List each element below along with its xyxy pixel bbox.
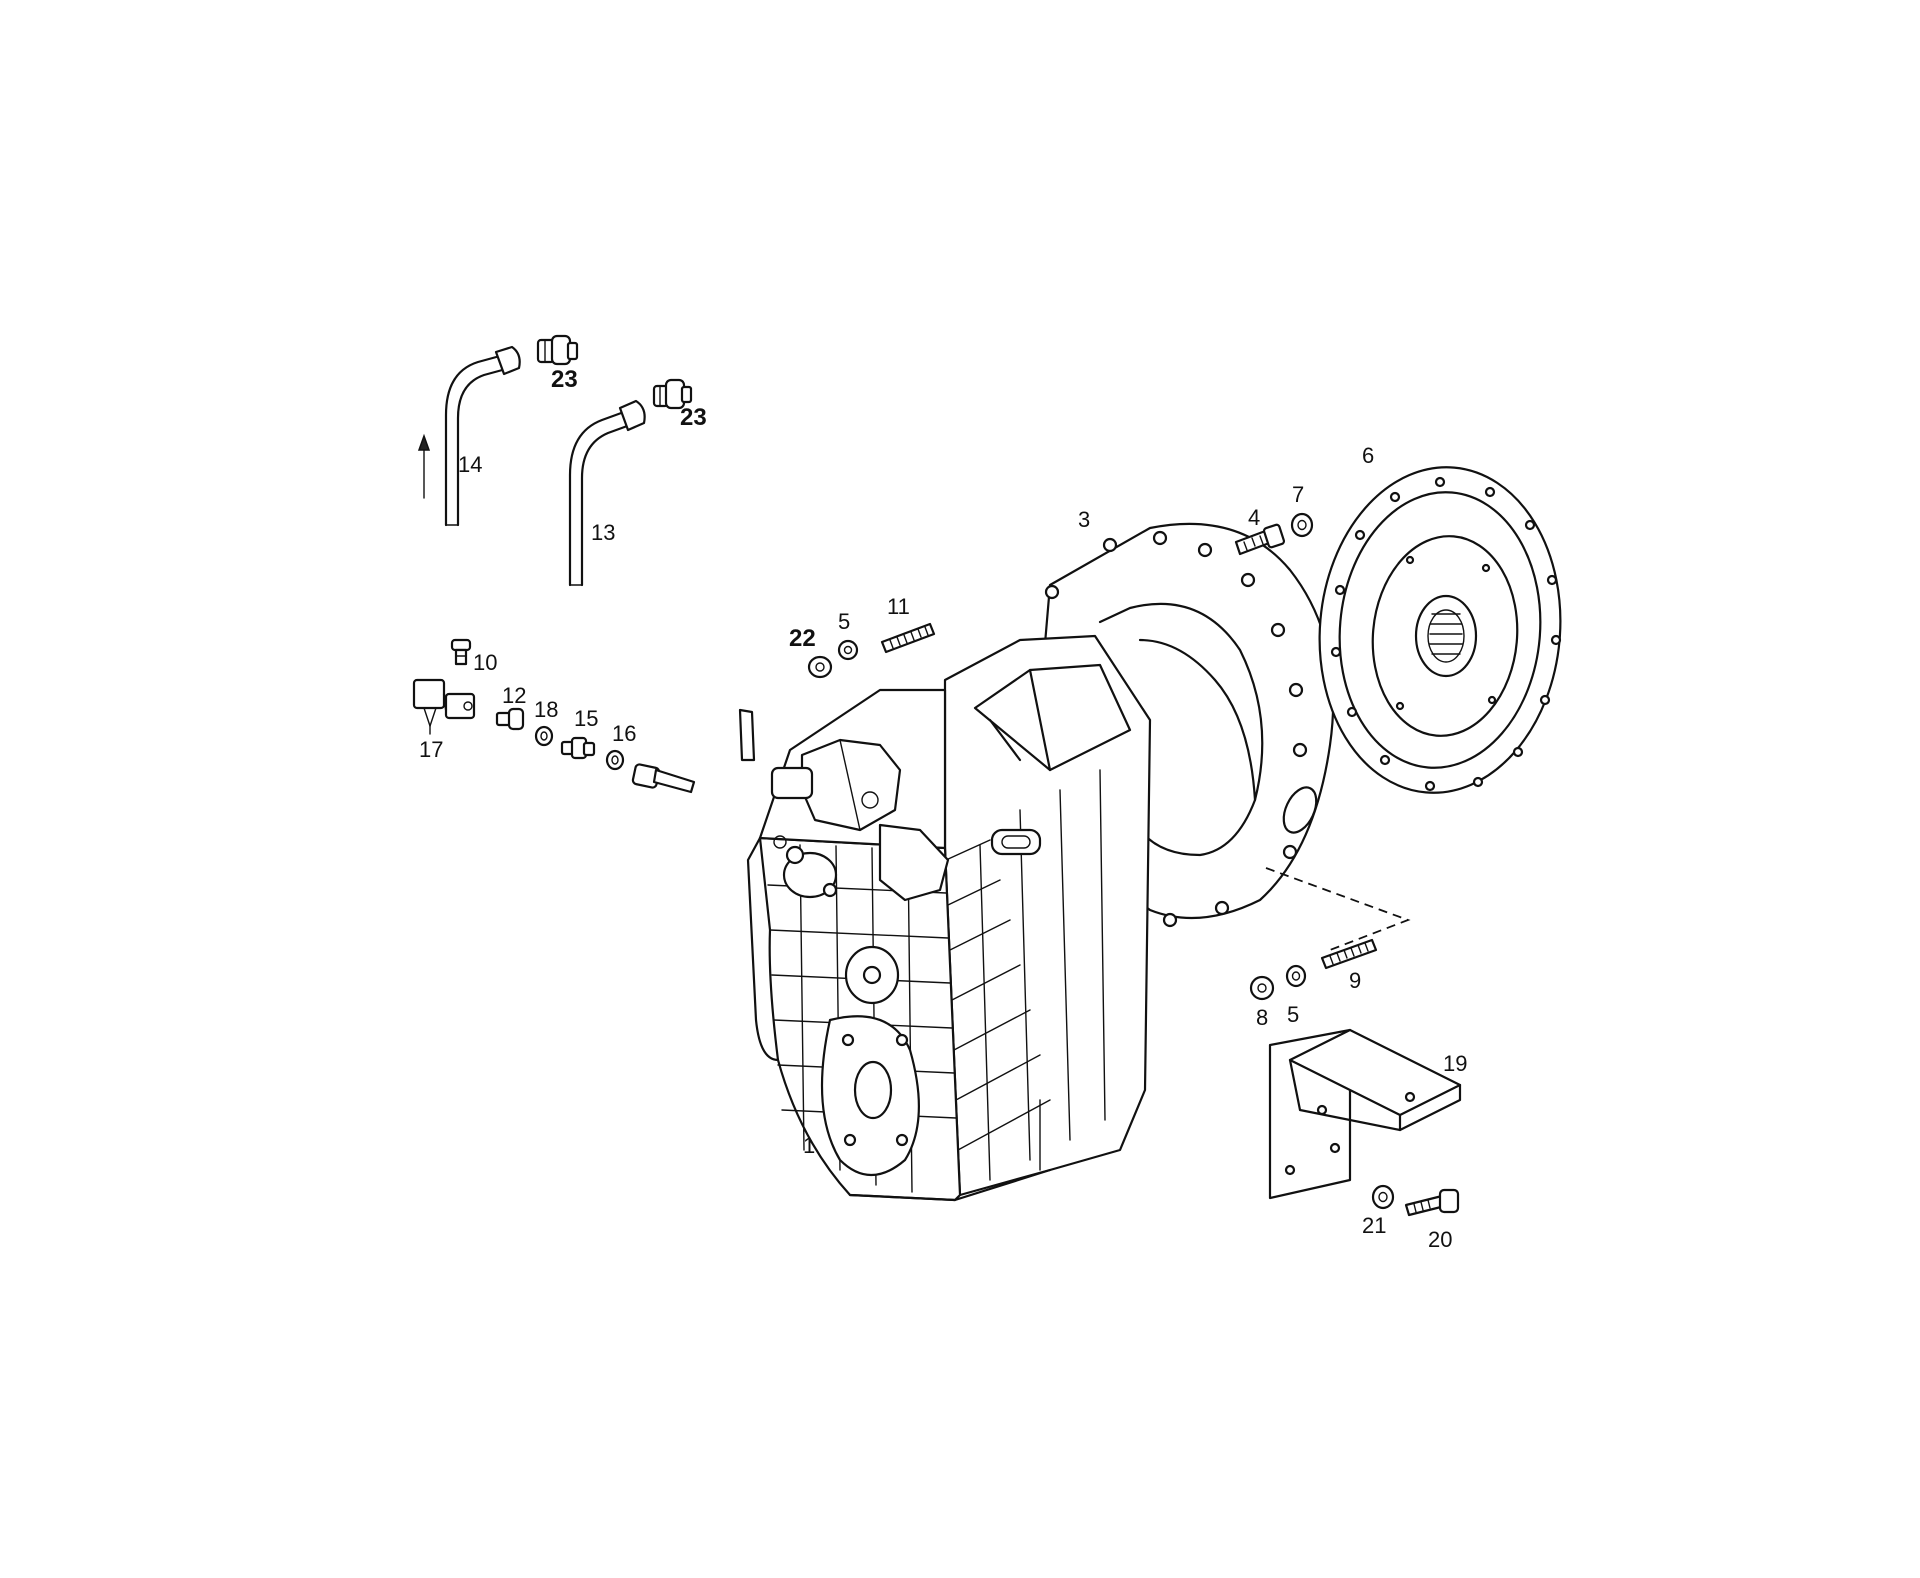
callout-12: 12	[502, 683, 526, 708]
callout-4: 4	[1248, 505, 1260, 530]
union-12	[495, 707, 525, 731]
callout-11: 11	[887, 594, 910, 619]
stud-11	[880, 622, 936, 654]
washer-5-lower	[1285, 964, 1307, 988]
stud-9	[1320, 938, 1378, 970]
sensor-16	[631, 763, 696, 794]
callout-16: 16	[612, 721, 636, 746]
bracket-19	[1268, 1028, 1462, 1200]
callout-13: 13	[591, 520, 615, 545]
drive-plate-bolt-holes	[1330, 476, 1562, 792]
plug-10	[450, 638, 472, 666]
callout-17: 17	[419, 737, 443, 762]
washer-18	[534, 725, 554, 747]
callout-21: 21	[1362, 1213, 1386, 1238]
callout-1: 1	[803, 1133, 815, 1158]
callout-18: 18	[534, 697, 558, 722]
callout-labels: 1 3 4 5 5 6 7 8 9 10 11 12 13 14 15 16 1…	[419, 366, 1467, 1252]
nut-22	[807, 655, 833, 679]
fitting-23-lower	[652, 378, 693, 410]
callout-6: 6	[1362, 443, 1374, 468]
callout-9: 9	[1349, 968, 1361, 993]
bolt-20	[1404, 1188, 1460, 1217]
flange-3-bolt-holes	[1044, 530, 1308, 928]
pipe-14	[444, 345, 521, 527]
alignment-dashed-line	[1265, 867, 1411, 951]
control-valve	[738, 708, 950, 902]
gearbox-housing-1	[746, 634, 1152, 1202]
pipe-13	[568, 399, 646, 587]
washer-7	[1290, 512, 1314, 538]
callout-5-upper: 5	[838, 609, 850, 634]
callout-23-upper: 23	[551, 366, 578, 393]
connector-17	[412, 678, 476, 735]
callout-8: 8	[1256, 1005, 1268, 1030]
callout-7: 7	[1292, 482, 1304, 507]
callout-15: 15	[574, 706, 598, 731]
fitting-23-upper	[536, 334, 579, 366]
washer-21	[1371, 1184, 1395, 1210]
nut-8	[1249, 975, 1275, 1001]
callout-22: 22	[789, 625, 816, 652]
callout-14: 14	[458, 452, 482, 477]
direction-arrow	[417, 433, 431, 499]
washer-5-upper	[837, 639, 859, 661]
nipple-15	[560, 736, 596, 760]
drive-plate-6	[1318, 466, 1562, 794]
callout-19: 19	[1443, 1051, 1467, 1076]
bolt-4	[1234, 523, 1286, 556]
callout-5-lower: 5	[1287, 1002, 1299, 1027]
callout-3: 3	[1078, 507, 1090, 532]
callout-23-lower: 23	[680, 404, 707, 431]
washer-16	[605, 749, 625, 771]
callout-20: 20	[1428, 1227, 1452, 1252]
callout-10: 10	[473, 650, 497, 675]
